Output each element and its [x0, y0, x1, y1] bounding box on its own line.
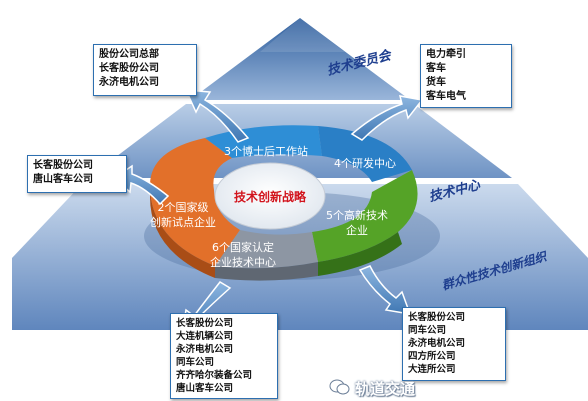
- box-top-left-line-1: 股份公司总部: [99, 49, 159, 60]
- strategy-ring: [150, 125, 418, 281]
- segment-rd-center: [318, 126, 412, 182]
- pyramid-top-highlight: [260, 18, 345, 52]
- label-hightech-enterprise: 5个高新技术 企业: [326, 208, 388, 238]
- box-bottom-right-line-4: 四方所公司: [408, 351, 456, 362]
- label-national-tech-center: 6个国家认定 企业技术中心: [210, 240, 276, 270]
- watermark-text: 轨道交通: [355, 380, 416, 398]
- box-bottom-right-line-3: 永济电机公司: [408, 338, 466, 349]
- label-national-line-2: 企业技术中心: [210, 256, 276, 269]
- box-top-right: 电力牵引 客车 货车 客车电气: [420, 44, 512, 108]
- label-rd-line-1: 4个研发中心: [334, 157, 396, 170]
- label-postdoc-station: 3个博士后工作站: [224, 144, 308, 159]
- label-rd-center: 4个研发中心: [334, 156, 396, 171]
- wechat-icon: [329, 379, 350, 395]
- arrow-to-top-left-box: [184, 89, 250, 143]
- segment-national-tech-center: [215, 230, 318, 269]
- box-bottom-left-line-2: 大连机辆公司: [176, 331, 234, 342]
- label-postdoc-line-1: 3个博士后工作站: [224, 145, 308, 158]
- segment-hightech-side: [318, 232, 402, 276]
- box-top-right-line-1: 电力牵引: [426, 49, 466, 60]
- box-bottom-left-line-1: 长客股份公司: [176, 318, 234, 329]
- label-pilot-enterprise: 2个国家级 创新试点企业: [150, 200, 216, 230]
- box-bottom-left-line-4: 同车公司: [176, 357, 215, 368]
- label-hightech-line-2: 企业: [346, 224, 368, 237]
- segment-pilot-enterprise: [150, 138, 240, 266]
- segment-pilot-enterprise-side: [150, 185, 215, 278]
- box-top-left-line-3: 永济电机公司: [99, 77, 159, 88]
- box-bottom-left-line-6: 唐山客车公司: [176, 383, 234, 394]
- box-mid-left: 长客股份公司 唐山客车公司: [27, 155, 127, 193]
- box-bottom-left-line-5: 齐齐哈尔装备公司: [176, 370, 253, 381]
- segment-hightech-enterprise: [312, 170, 418, 262]
- box-bottom-right-line-1: 长客股份公司: [408, 312, 466, 323]
- box-top-left: 股份公司总部 长客股份公司 永济电机公司: [93, 44, 197, 96]
- box-mid-left-line-2: 唐山客车公司: [33, 174, 93, 185]
- box-bottom-left: 长客股份公司 大连机辆公司 永济电机公司 同车公司 齐齐哈尔装备公司 唐山客车公…: [170, 313, 278, 399]
- label-hightech-line-1: 5个高新技术: [326, 209, 388, 222]
- label-national-line-1: 6个国家认定: [212, 241, 274, 254]
- box-top-right-line-2: 客车: [426, 63, 446, 74]
- label-pilot-line-1: 2个国家级: [157, 201, 209, 214]
- center-hub: [214, 162, 326, 230]
- pyramid-top-tier: [190, 18, 410, 100]
- box-mid-left-line-1: 长客股份公司: [33, 160, 93, 171]
- box-bottom-left-line-3: 永济电机公司: [176, 344, 234, 355]
- label-pilot-line-2: 创新试点企业: [150, 216, 216, 229]
- box-top-right-line-4: 客车电气: [426, 91, 466, 102]
- box-top-left-line-2: 长客股份公司: [99, 63, 159, 74]
- arrow-to-bottom-right-box: [358, 265, 412, 315]
- box-bottom-right: 长客股份公司 同车公司 永济电机公司 四方所公司 大连所公司: [402, 307, 506, 381]
- arrow-to-top-right-box: [350, 95, 424, 141]
- center-strategy-label: 技术创新战略: [234, 190, 307, 204]
- box-top-right-line-3: 货车: [426, 77, 446, 88]
- segment-national-side: [215, 262, 318, 281]
- box-bottom-right-line-5: 大连所公司: [408, 364, 456, 375]
- box-bottom-right-line-2: 同车公司: [408, 325, 447, 336]
